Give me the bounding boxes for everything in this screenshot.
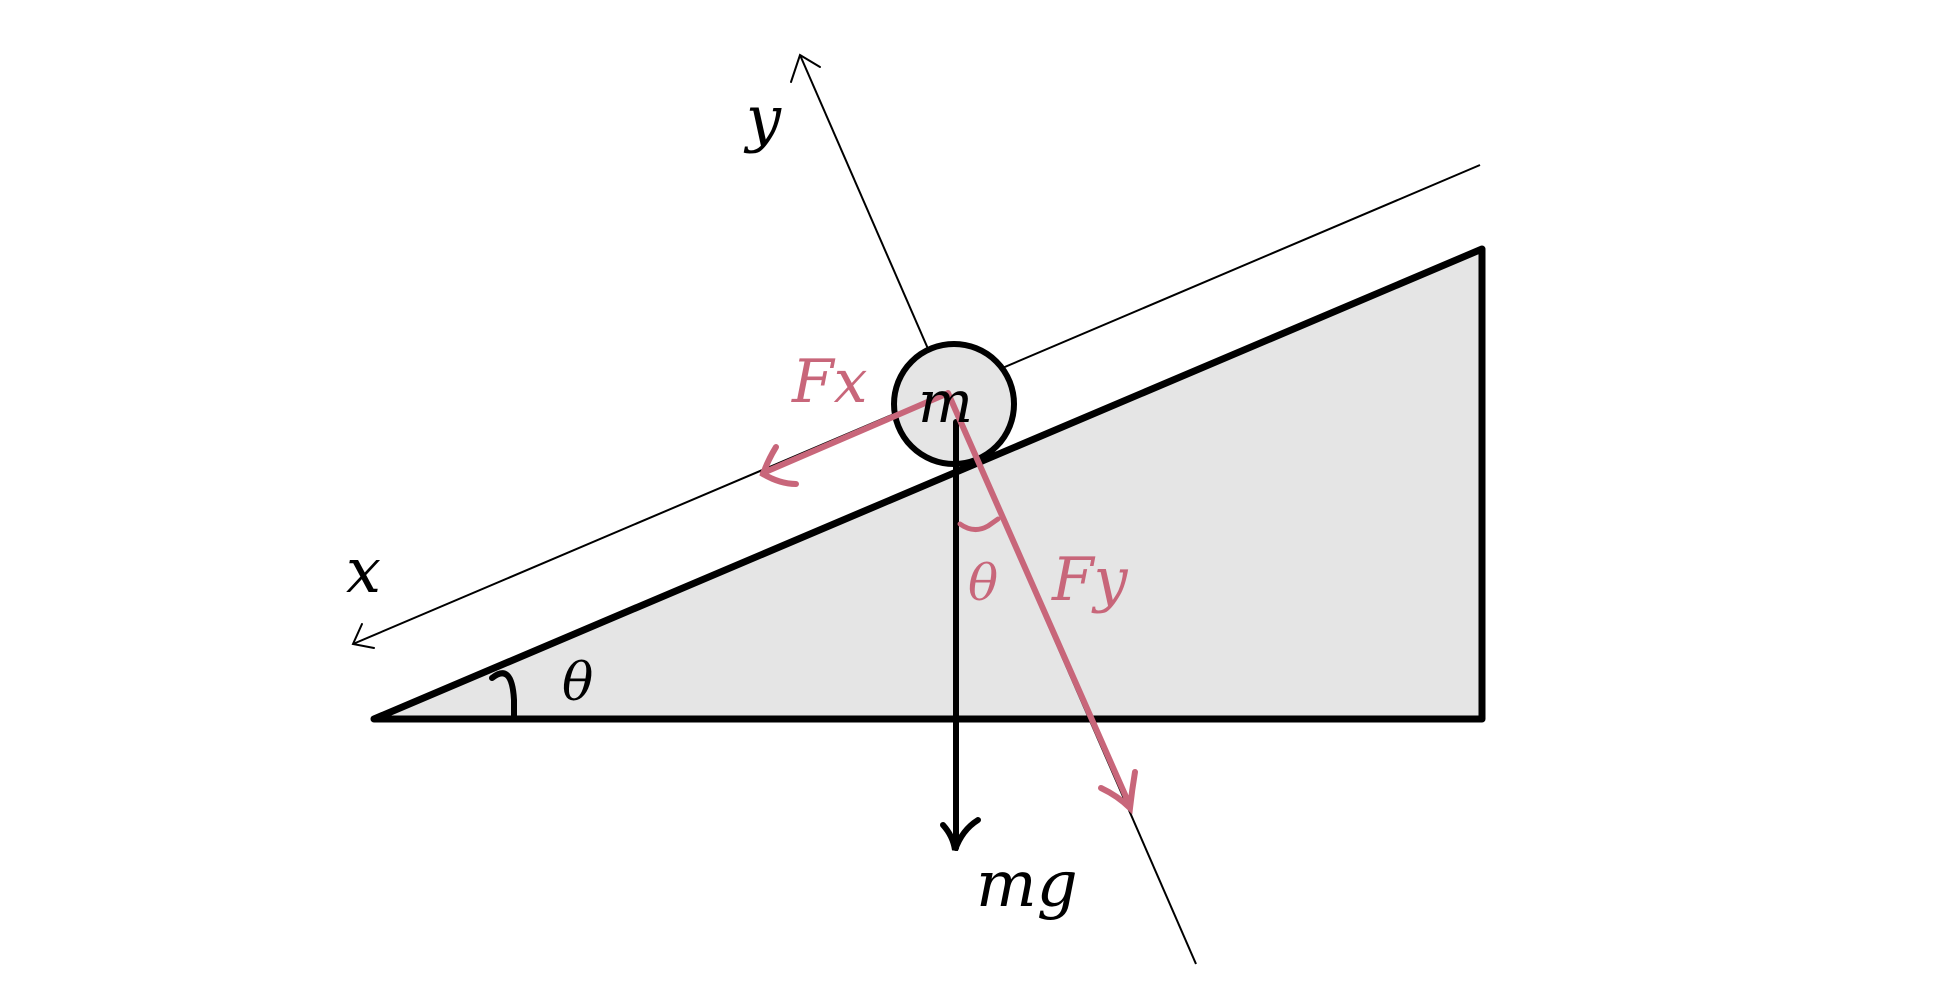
- incline-triangle: [370, 245, 1486, 723]
- force-y-label: Fy: [1051, 545, 1129, 615]
- incline-angle-arc: [489, 670, 517, 719]
- y-axis-arrowhead: [790, 53, 821, 83]
- incline-angle-label: θ: [562, 653, 593, 713]
- force-x-label: Fx: [791, 347, 867, 417]
- force-y-vector: [945, 390, 1133, 809]
- force-angle-label: θ: [968, 554, 998, 612]
- force-x-vector: [760, 391, 949, 476]
- force-angle-arc: [957, 516, 1001, 532]
- gravity-label: mg: [976, 848, 1078, 922]
- x-axis-arrowhead: [351, 623, 375, 649]
- x-axis-label: x: [346, 534, 381, 607]
- y-axis-label: y: [743, 82, 782, 155]
- force-y-arrowhead: [1098, 769, 1138, 815]
- gravity-arrowhead: [940, 817, 981, 852]
- mass-label: m: [918, 368, 973, 436]
- force-x-arrowhead: [759, 444, 799, 487]
